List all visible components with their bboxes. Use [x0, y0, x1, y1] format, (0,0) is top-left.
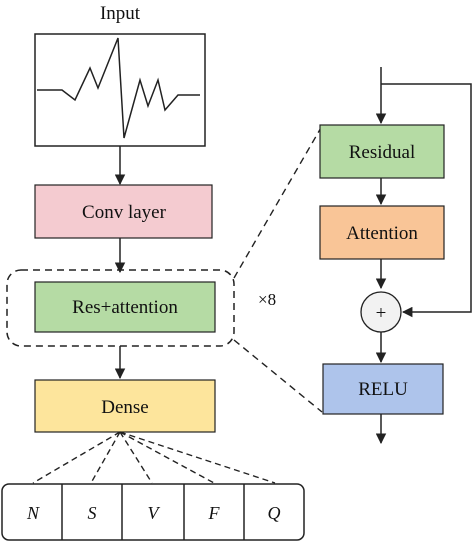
class-label-s: S: [88, 503, 97, 523]
skip-connection: [381, 83, 472, 318]
dense-box: [34, 379, 216, 433]
conv-layer-label: Conv layer: [82, 202, 167, 223]
residual-label: Residual: [349, 142, 416, 163]
repeat-count-label: ×8: [258, 290, 276, 309]
relu-box: [322, 363, 444, 415]
class-label-v: V: [148, 503, 161, 523]
dense-label: Dense: [101, 397, 148, 418]
res-attention-box: [34, 281, 216, 333]
relu-label: RELU: [358, 379, 408, 400]
attention-block: Attention: [319, 205, 445, 260]
residual-box: [319, 124, 445, 179]
input-signal-panel: [34, 33, 206, 147]
conv-layer-block: Conv layer: [34, 184, 213, 239]
dense-to-classes-connectors: [32, 431, 276, 484]
class-label-f: F: [208, 503, 221, 523]
input-signal-waveform: [37, 37, 200, 139]
relu-block: RELU: [322, 363, 444, 415]
zoom-line-bottom: [233, 339, 323, 413]
dense-block: Dense: [34, 379, 216, 433]
class-label-q: Q: [268, 503, 281, 523]
zoom-line-top: [233, 125, 323, 279]
input-title: Input: [100, 3, 141, 24]
residual-block: Residual: [319, 124, 445, 179]
add-node: +: [360, 291, 402, 333]
class-label-n: N: [26, 503, 40, 523]
res-attention-label: Res+attention: [72, 297, 178, 318]
res-attention-block: Res+attention: [34, 281, 216, 333]
output-classes-row: N S V F Q: [1, 483, 305, 541]
add-node-symbol: +: [376, 303, 387, 324]
output-classes-frame: [1, 483, 305, 541]
conv-layer-box: [34, 184, 213, 239]
attention-box: [319, 205, 445, 260]
attention-label: Attention: [346, 223, 418, 244]
